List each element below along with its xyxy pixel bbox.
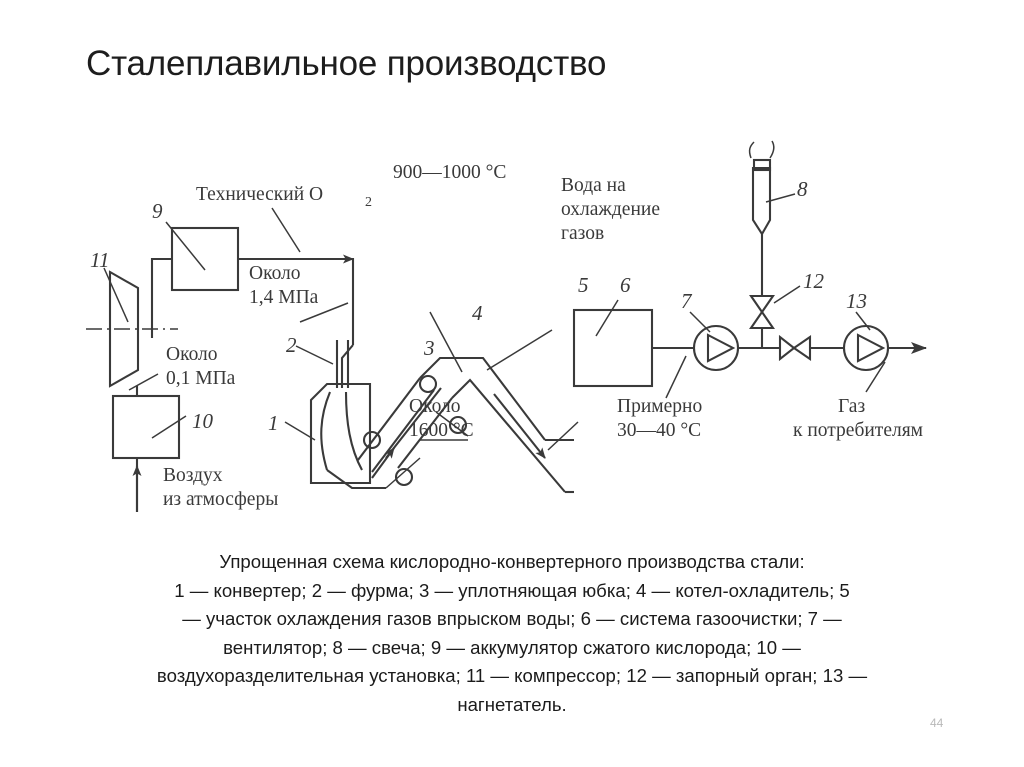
duct-inner-wall-left [385, 387, 442, 459]
leader-water-cooling [486, 329, 553, 371]
callout-11: 11 [90, 248, 109, 272]
compressor-symbol [108, 270, 140, 388]
duct-inner-wall-right [397, 397, 453, 469]
callout-9: 9 [152, 199, 163, 223]
callout-13: 13 [846, 289, 867, 313]
leader-tech-o2 [271, 207, 301, 253]
leader-12 [773, 285, 801, 304]
callout-3: 3 [423, 336, 435, 360]
blower-impeller-triangle [856, 333, 886, 363]
callout-1: 1 [268, 411, 279, 435]
callout-6: 6 [620, 273, 631, 297]
oxygen-accumulator-box [170, 226, 240, 292]
valve-12-upper-triangle [749, 294, 775, 314]
caption-line-2: 1 — конвертер; 2 — фурма; 3 — уплотняюща… [174, 579, 850, 601]
callout-5: 5 [578, 273, 589, 297]
callout-2: 2 [286, 333, 297, 357]
leader-temp-900 [429, 311, 463, 373]
callout-8: 8 [797, 177, 808, 201]
arrow-gas-down-leg [493, 393, 546, 459]
label-gas-consumers-line1: Газ [838, 396, 865, 417]
leader-6 [595, 299, 619, 337]
leader-9 [165, 221, 206, 271]
leader-3 [385, 457, 421, 489]
leader-5 [547, 421, 579, 451]
valve-12-lower-triangle [749, 310, 775, 330]
label-technical-oxygen: Технический О [196, 184, 323, 205]
leader-8 [765, 193, 796, 203]
callout-7: 7 [681, 289, 693, 313]
leader-4-upper [435, 411, 469, 437]
figure-caption: Упрощенная схема кислородно-конвертерног… [34, 548, 990, 719]
leader-pressure-0-1 [128, 373, 159, 391]
air-separation-unit-box [111, 394, 181, 460]
label-temp-30-40-line2: 30—40 °C [617, 420, 701, 441]
caption-line-4: вентилятор; 8 — свеча; 9 — аккумулятор с… [223, 636, 801, 658]
flare-cone-body [751, 166, 772, 237]
boiler-ring-left [362, 430, 382, 450]
label-water-cooling-line2: охлаждение [561, 199, 660, 220]
flare-flame-right [769, 140, 775, 159]
label-temp-1600-line2: 1600 °C [409, 420, 474, 441]
pipe-o2-down [340, 257, 355, 345]
duct-outer-wall-right [371, 389, 435, 473]
callout-4: 4 [472, 301, 483, 325]
pipe-accumulator-to-compressor [150, 257, 172, 338]
leader-13 [855, 311, 871, 331]
leader-11 [103, 267, 129, 323]
label-air-atmosphere-line1: Воздух [163, 465, 223, 486]
leader-gas-consumers [865, 361, 886, 393]
flare-burner-cap [752, 158, 772, 172]
diagram-canvas: Технический О 2 Около 1,4 МПа Около 0,1 … [86, 140, 927, 512]
duct-crown-outer [419, 356, 546, 441]
boiler-ring-bottom [394, 467, 414, 487]
leader-1 [284, 421, 316, 441]
label-air-atmosphere-line2: из атмосферы [163, 489, 278, 510]
leader-10 [151, 415, 187, 439]
flare-flame-left [748, 141, 755, 159]
label-pressure-0-1-line1: Около [166, 344, 218, 365]
duct-crown-inner [451, 378, 566, 493]
caption-line-1: Упрощенная схема кислородно-конвертерног… [219, 551, 805, 572]
arrow-gas-up-duct [371, 447, 395, 479]
pipe-o2-to-lance [340, 344, 354, 388]
page-number: 44 [930, 716, 944, 730]
callout-10: 10 [192, 409, 214, 433]
label-technical-oxygen-subscript: 2 [365, 195, 372, 210]
page-title: Сталеплавильное производство [86, 44, 607, 83]
caption-line-3: — участок охлаждения газов впрыском воды… [182, 608, 842, 629]
sealing-skirt-base [326, 469, 386, 490]
label-water-cooling-line1: Вода на [561, 175, 626, 196]
label-gas-consumers-line2: к потребителям [793, 420, 923, 441]
label-water-cooling-line3: газов [561, 223, 604, 244]
label-pressure-1-4-line1: Около [249, 263, 301, 284]
caption-line-5: воздухоразделительная установка; 11 — ко… [156, 665, 868, 686]
label-temp-900-1000: 900—1000 °C [393, 162, 506, 183]
main-valve-left-triangle [778, 334, 796, 362]
callout-12: 12 [803, 269, 825, 293]
gas-cleaning-box [572, 308, 654, 388]
fan-impeller-triangle [706, 333, 736, 363]
boiler-ring-right [448, 415, 468, 435]
leader-pressure-1-4 [299, 302, 349, 323]
leader-temp-30-40 [665, 355, 687, 399]
leader-7 [689, 311, 711, 333]
label-pressure-1-4-line2: 1,4 МПа [249, 287, 319, 308]
label-temp-30-40-line1: Примерно [617, 396, 702, 417]
process-flow-diagram: Технический О 2 Около 1,4 МПа Около 0,1 … [0, 140, 1024, 540]
label-pressure-0-1-line2: 0,1 МПа [166, 368, 236, 389]
label-temp-1600-line1: Около [409, 396, 461, 417]
sealing-skirt-curve [320, 391, 331, 471]
main-valve-right-triangle [792, 335, 812, 361]
leader-2 [295, 345, 334, 365]
caption-line-6: нагнетатель. [457, 693, 567, 715]
converter-vessel [309, 382, 372, 485]
sealing-skirt-curve-inner [344, 391, 363, 471]
boiler-ring-top [418, 374, 438, 394]
